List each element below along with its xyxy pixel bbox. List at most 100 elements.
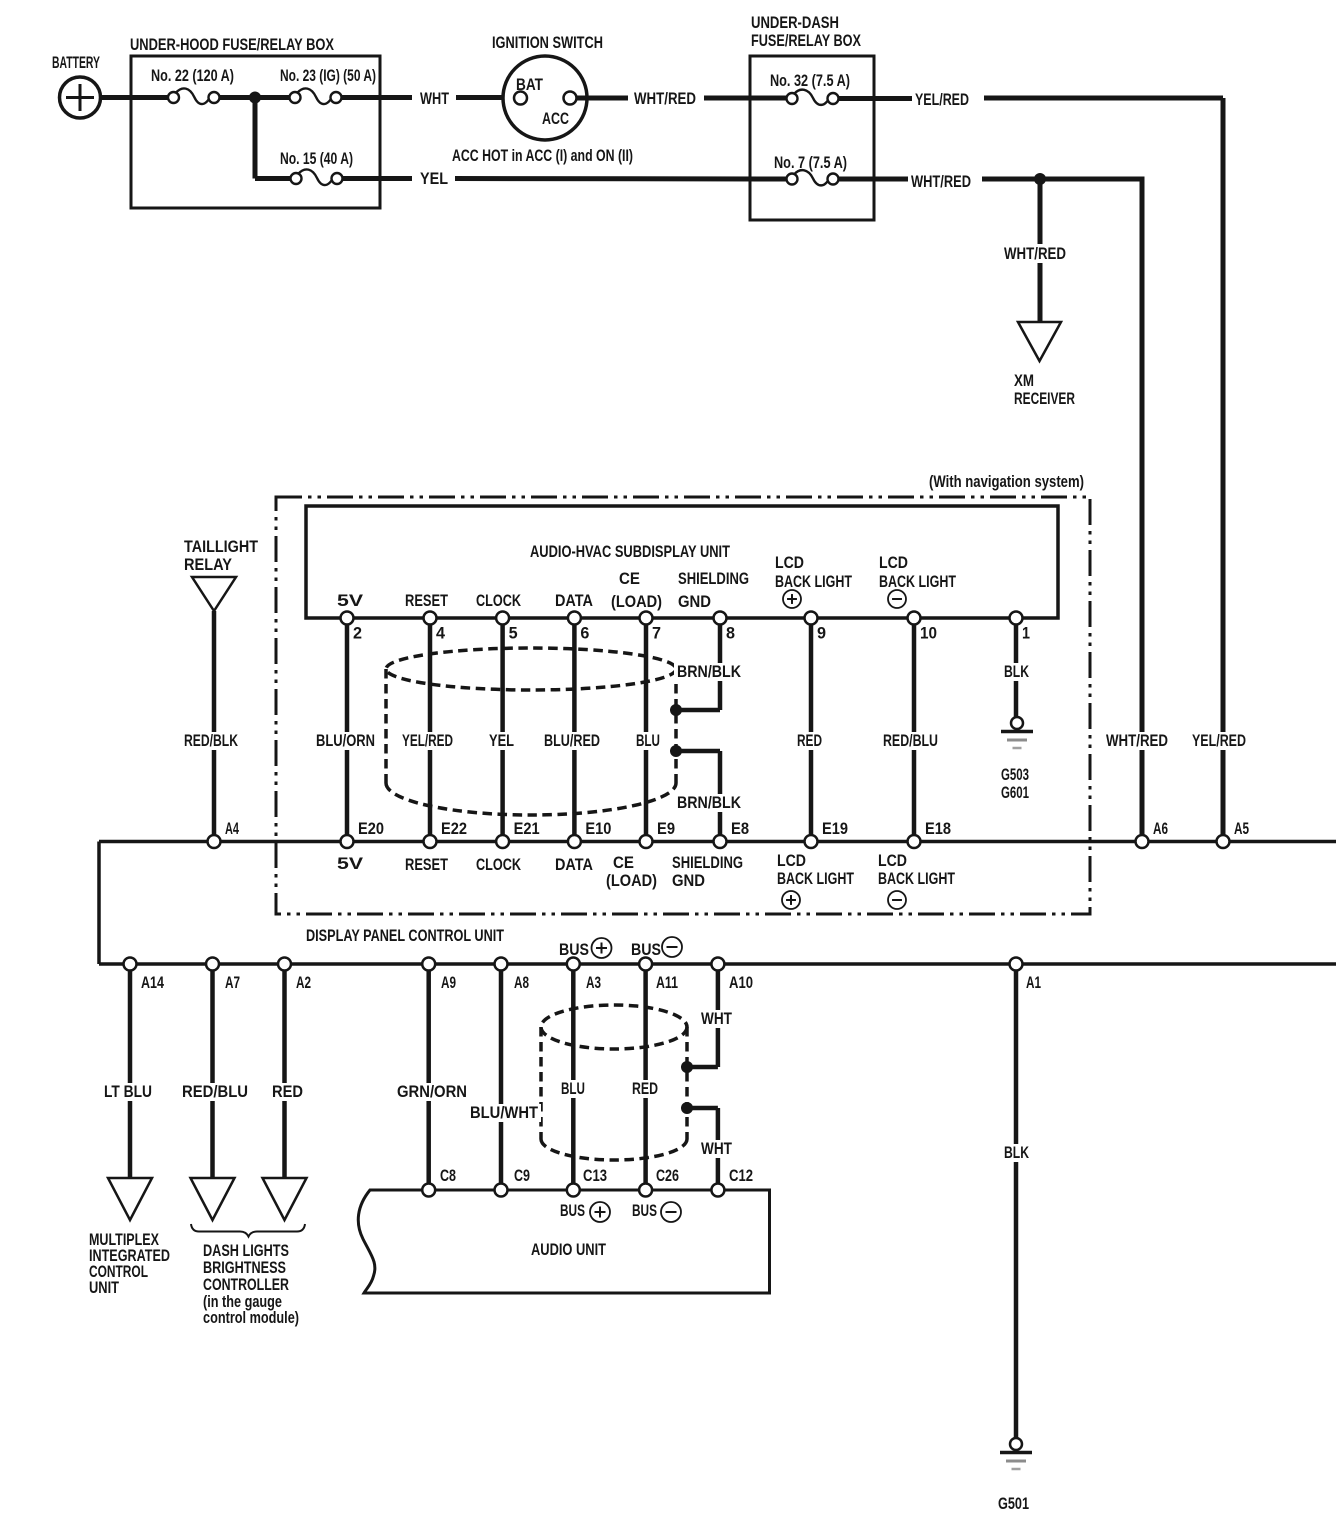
svg-text:5V: 5V xyxy=(337,854,364,873)
svg-text:2: 2 xyxy=(353,624,362,643)
svg-text:WHT/RED: WHT/RED xyxy=(911,172,971,191)
svg-text:GND: GND xyxy=(678,592,711,611)
svg-text:G501: G501 xyxy=(998,1494,1029,1513)
svg-text:BACK LIGHT: BACK LIGHT xyxy=(775,572,852,591)
svg-text:BRIGHTNESS: BRIGHTNESS xyxy=(203,1258,286,1277)
svg-text:A8: A8 xyxy=(514,973,529,992)
svg-text:C26: C26 xyxy=(656,1166,679,1185)
svg-text:G503: G503 xyxy=(1001,765,1029,784)
svg-text:BUS: BUS xyxy=(632,1201,657,1220)
svg-text:6: 6 xyxy=(580,624,589,643)
svg-text:YEL: YEL xyxy=(420,169,448,188)
svg-text:control module): control module) xyxy=(203,1308,299,1327)
svg-text:A3: A3 xyxy=(586,973,601,992)
svg-text:BACK LIGHT: BACK LIGHT xyxy=(777,869,854,888)
svg-text:BUS: BUS xyxy=(631,940,661,959)
svg-text:RESET: RESET xyxy=(405,591,448,610)
svg-text:TAILLIGHT: TAILLIGHT xyxy=(184,537,259,556)
svg-text:E10: E10 xyxy=(585,819,611,838)
svg-text:BATTERY: BATTERY xyxy=(52,53,100,72)
svg-text:XM: XM xyxy=(1014,371,1034,390)
svg-text:10: 10 xyxy=(920,624,937,643)
svg-text:A6: A6 xyxy=(1153,819,1168,838)
svg-text:RED: RED xyxy=(632,1079,658,1098)
svg-text:BUS: BUS xyxy=(560,1201,585,1220)
svg-text:A5: A5 xyxy=(1234,819,1249,838)
svg-text:BLU: BLU xyxy=(636,731,660,750)
svg-text:CE: CE xyxy=(619,569,640,588)
svg-text:WHT: WHT xyxy=(420,89,449,108)
svg-text:E19: E19 xyxy=(822,819,848,838)
svg-text:DATA: DATA xyxy=(555,591,593,610)
svg-text:UNIT: UNIT xyxy=(89,1278,119,1297)
svg-text:8: 8 xyxy=(726,624,735,643)
svg-text:AUDIO UNIT: AUDIO UNIT xyxy=(531,1240,606,1259)
svg-text:RECEIVER: RECEIVER xyxy=(1014,389,1075,408)
svg-text:No. 32 (7.5 A): No. 32 (7.5 A) xyxy=(770,71,850,90)
svg-text:INTEGRATED: INTEGRATED xyxy=(89,1246,170,1265)
svg-text:BLK: BLK xyxy=(1004,662,1030,681)
svg-text:BLK: BLK xyxy=(1004,1143,1030,1162)
svg-text:C8: C8 xyxy=(440,1166,456,1185)
svg-text:(With navigation system): (With navigation system) xyxy=(929,472,1084,491)
svg-text:GND: GND xyxy=(672,871,705,890)
svg-text:DATA: DATA xyxy=(555,855,593,874)
svg-text:9: 9 xyxy=(817,624,826,643)
svg-text:E8: E8 xyxy=(731,819,749,838)
svg-text:(LOAD): (LOAD) xyxy=(611,592,662,611)
svg-text:IGNITION SWITCH: IGNITION SWITCH xyxy=(492,33,603,52)
svg-text:FUSE/RELAY BOX: FUSE/RELAY BOX xyxy=(751,31,861,50)
svg-text:BRN/BLK: BRN/BLK xyxy=(677,793,742,812)
svg-text:UNDER-HOOD FUSE/RELAY BOX: UNDER-HOOD FUSE/RELAY BOX xyxy=(130,35,335,54)
svg-text:E18: E18 xyxy=(925,819,951,838)
svg-text:ACC HOT in ACC (I) and ON (II): ACC HOT in ACC (I) and ON (II) xyxy=(452,146,633,165)
svg-text:RED/BLK: RED/BLK xyxy=(184,731,239,750)
svg-text:5V: 5V xyxy=(337,591,364,610)
svg-text:A11: A11 xyxy=(656,973,678,992)
svg-text:LCD: LCD xyxy=(777,851,806,870)
svg-text:SHIELDING: SHIELDING xyxy=(678,569,749,588)
svg-text:BAT: BAT xyxy=(516,75,543,94)
svg-text:(LOAD): (LOAD) xyxy=(606,871,657,890)
svg-text:4: 4 xyxy=(436,624,446,643)
svg-text:BACK LIGHT: BACK LIGHT xyxy=(878,869,955,888)
svg-text:GRN/ORN: GRN/ORN xyxy=(397,1082,467,1101)
svg-text:A7: A7 xyxy=(225,973,240,992)
svg-text:YEL/RED: YEL/RED xyxy=(402,731,453,750)
svg-text:UNDER-DASH: UNDER-DASH xyxy=(751,13,839,32)
svg-text:LT BLU: LT BLU xyxy=(104,1082,152,1101)
svg-text:LCD: LCD xyxy=(879,553,908,572)
svg-text:No. 23 (IG) (50 A): No. 23 (IG) (50 A) xyxy=(280,66,376,85)
svg-text:E20: E20 xyxy=(358,819,384,838)
svg-text:WHT: WHT xyxy=(701,1139,732,1158)
svg-text:RED: RED xyxy=(272,1082,303,1101)
svg-text:MULTIPLEX: MULTIPLEX xyxy=(89,1230,159,1249)
svg-text:WHT/RED: WHT/RED xyxy=(1106,731,1168,750)
svg-text:SHIELDING: SHIELDING xyxy=(672,853,743,872)
svg-text:No. 15 (40 A): No. 15 (40 A) xyxy=(280,149,353,168)
svg-text:ACC: ACC xyxy=(542,109,569,128)
svg-text:YEL/RED: YEL/RED xyxy=(1192,731,1246,750)
svg-text:AUDIO-HVAC SUBDISPLAY UNIT: AUDIO-HVAC SUBDISPLAY UNIT xyxy=(530,542,730,561)
svg-text:No. 22 (120 A): No. 22 (120 A) xyxy=(151,66,234,85)
svg-text:CLOCK: CLOCK xyxy=(476,855,522,874)
svg-text:RELAY: RELAY xyxy=(184,555,233,574)
svg-text:C9: C9 xyxy=(514,1166,530,1185)
svg-text:A2: A2 xyxy=(296,973,311,992)
svg-text:RED/BLU: RED/BLU xyxy=(182,1082,248,1101)
svg-text:G601: G601 xyxy=(1001,783,1029,802)
svg-text:BLU/ORN: BLU/ORN xyxy=(316,731,375,750)
svg-text:E22: E22 xyxy=(441,819,467,838)
svg-text:5: 5 xyxy=(509,624,518,643)
svg-text:A14: A14 xyxy=(141,973,164,992)
svg-text:DISPLAY PANEL CONTROL UNIT: DISPLAY PANEL CONTROL UNIT xyxy=(306,926,504,945)
svg-text:7: 7 xyxy=(652,624,661,643)
svg-text:RED/BLU: RED/BLU xyxy=(883,731,938,750)
svg-text:YEL/RED: YEL/RED xyxy=(915,90,969,109)
svg-text:LCD: LCD xyxy=(878,851,907,870)
svg-text:A10: A10 xyxy=(729,973,753,992)
svg-text:BACK LIGHT: BACK LIGHT xyxy=(879,572,956,591)
svg-text:BRN/BLK: BRN/BLK xyxy=(677,662,742,681)
svg-text:CE: CE xyxy=(613,853,634,872)
svg-text:CONTROL: CONTROL xyxy=(89,1262,148,1281)
